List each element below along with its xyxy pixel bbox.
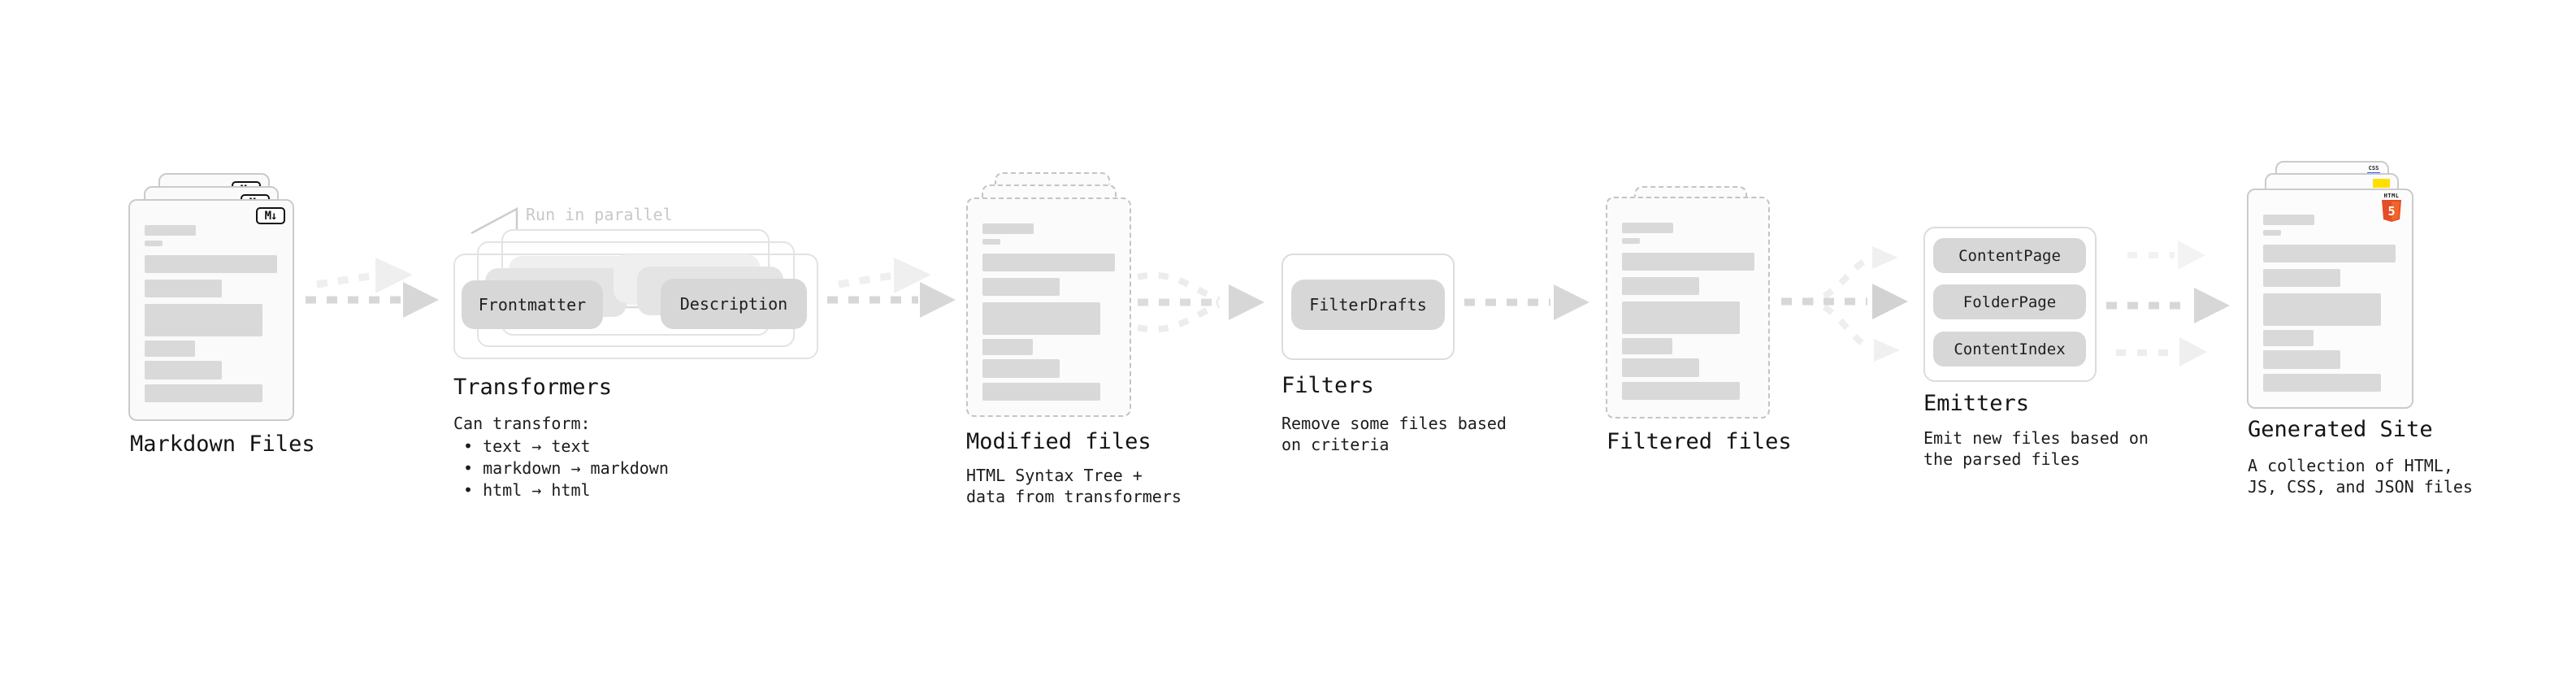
modified-files-label: Modified files [966, 429, 1151, 454]
content-bar [982, 339, 1033, 355]
modified-files-stack [966, 172, 1131, 417]
generated-site-stack: CSS HTML 5 [2247, 161, 2413, 409]
markdown-file-card-front: M↓ [128, 199, 294, 421]
markdown-files-stack: M↓ M↓ M↓ [128, 173, 294, 421]
transformers-bullet: • markdown → markdown [463, 458, 669, 478]
content-bar [982, 359, 1060, 378]
generated-site-label: Generated Site [2248, 417, 2433, 442]
run-in-parallel-annotation: Run in parallel [526, 205, 673, 224]
content-bar [1622, 223, 1673, 233]
css-badge-label: CSS [2368, 165, 2379, 171]
content-bar [982, 254, 1115, 271]
filtered-files-stack [1606, 186, 1770, 419]
arrow-transformers-to-modified [827, 258, 956, 318]
contentindex-pill: ContentIndex [1933, 332, 2086, 367]
arrow-filtered-to-emitters [1781, 246, 1908, 362]
content-bar [1622, 358, 1699, 377]
js-badge [2373, 179, 2390, 188]
contentpage-pill: ContentPage [1933, 238, 2086, 273]
content-bar [145, 361, 222, 380]
modified-file-card-front [966, 197, 1131, 417]
content-bar [145, 280, 222, 297]
html5-badge: HTML 5 [2381, 193, 2402, 222]
emitters-label: Emitters [1923, 391, 2030, 416]
arrow-modified-to-filters [1137, 271, 1264, 333]
filterdrafts-pill: FilterDrafts [1291, 280, 1445, 330]
modified-files-desc: HTML Syntax Tree + [966, 466, 1143, 485]
run-in-parallel-leader-line [471, 206, 518, 235]
content-bar [2263, 293, 2381, 326]
transformers-bullet: • text → text [463, 436, 591, 456]
content-bar [145, 340, 195, 357]
arrow-emitters-to-generated [2106, 241, 2230, 367]
content-bar [982, 302, 1100, 335]
content-bar [2263, 330, 2314, 346]
arrow-markdown-to-transformers [306, 258, 439, 318]
html5-shield-icon: 5 [2382, 200, 2401, 222]
generated-site-desc: A collection of HTML, [2248, 456, 2453, 475]
content-bar [1622, 382, 1740, 400]
content-bar [2263, 245, 2396, 262]
generated-site-desc: JS, CSS, and JSON files [2248, 477, 2473, 497]
transformers-label: Transformers [453, 375, 613, 400]
content-bar [1622, 253, 1754, 271]
content-bar [982, 239, 1000, 245]
transformers-bullet: • html → html [463, 480, 591, 500]
html5-badge-number: 5 [2387, 204, 2395, 219]
frontmatter-pill: Frontmatter [462, 280, 603, 329]
content-bar [145, 304, 262, 336]
content-bar [1622, 277, 1699, 295]
filtered-files-label: Filtered files [1607, 429, 1792, 454]
content-bar [145, 241, 163, 246]
content-bar [145, 225, 196, 236]
generated-file-card-html: HTML 5 [2247, 189, 2413, 409]
filters-desc: Remove some files based [1281, 414, 1507, 433]
filtered-file-card-front [1606, 197, 1770, 419]
content-bar [982, 278, 1060, 296]
filters-label: Filters [1281, 373, 1374, 398]
content-bar [982, 223, 1034, 234]
content-bar [2263, 230, 2281, 236]
content-bar [1622, 338, 1672, 354]
content-bar [145, 255, 277, 273]
filters-desc: on criteria [1281, 435, 1390, 454]
folderpage-pill: FolderPage [1933, 284, 2086, 319]
content-bar [2263, 374, 2381, 392]
content-bar [2263, 350, 2340, 369]
description-pill: Description [661, 279, 807, 329]
content-bar [2263, 215, 2314, 225]
arrow-filters-to-filtered [1464, 284, 1589, 320]
transformers-desc-heading: Can transform: [453, 414, 591, 433]
html5-badge-label: HTML [2383, 193, 2400, 199]
content-bar [145, 384, 262, 402]
content-bar [982, 383, 1100, 401]
emitters-desc: Emit new files based on [1923, 428, 2149, 448]
content-bar [2263, 269, 2340, 287]
modified-files-desc: data from transformers [966, 487, 1182, 506]
content-bar [1622, 301, 1740, 334]
content-bar [1622, 238, 1640, 244]
markdown-icon: M↓ [256, 207, 285, 224]
emitters-desc: the parsed files [1923, 449, 2080, 469]
markdown-files-label: Markdown Files [130, 432, 315, 457]
